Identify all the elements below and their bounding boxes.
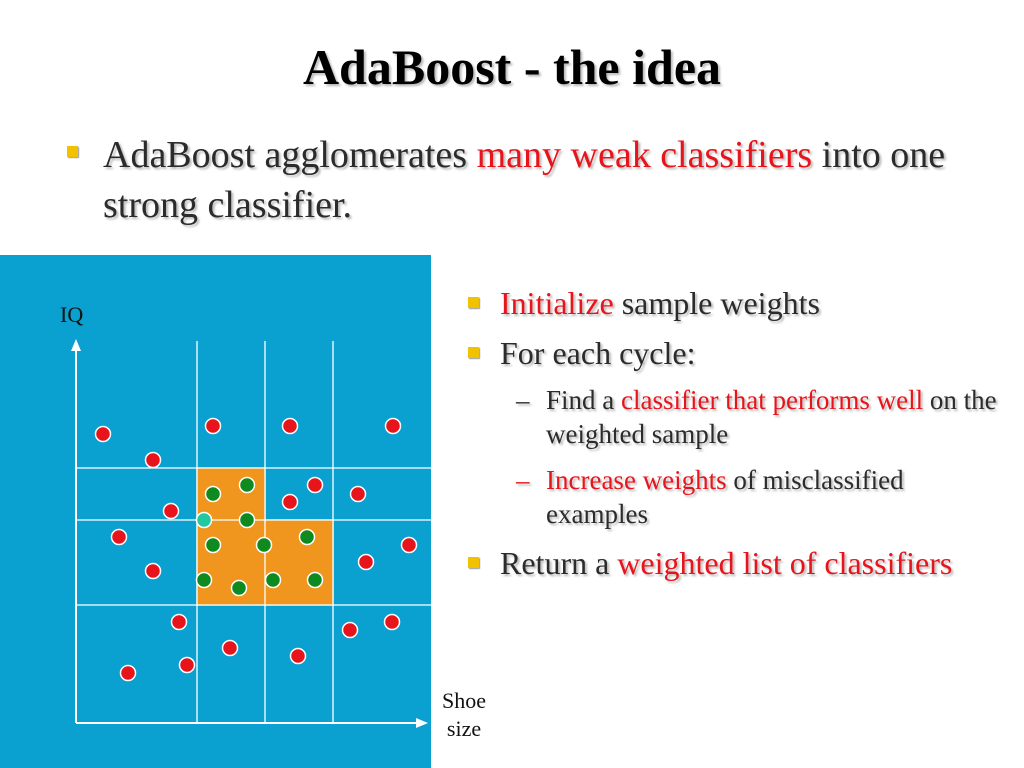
- red-sample-point: [281, 493, 299, 511]
- red-sample-point: [400, 536, 418, 554]
- step-for-each-cycle-text: For each cycle:: [500, 335, 696, 371]
- step-initialize: Initialize sample weights: [468, 283, 1010, 323]
- square-bullet-icon: [468, 297, 479, 308]
- red-sample-point: [306, 476, 324, 494]
- square-bullet-icon: [468, 347, 479, 358]
- green-sample-point: [238, 476, 256, 494]
- teal-sample-point: [195, 511, 213, 529]
- x-axis-label: Shoe size: [434, 687, 494, 743]
- main-bullet-highlight: many weak classifiers: [476, 134, 813, 176]
- square-bullet-icon: [468, 557, 479, 568]
- green-sample-point: [255, 536, 273, 554]
- red-sample-point: [384, 417, 402, 435]
- dash-bullet-icon: –: [516, 385, 530, 415]
- green-sample-point: [238, 511, 256, 529]
- green-sample-point: [204, 485, 222, 503]
- green-sample-point: [230, 579, 248, 597]
- x-axis-label-line2: size: [446, 716, 482, 741]
- red-sample-point: [178, 656, 196, 674]
- step-return: Return a weighted list of classifiers: [468, 543, 1010, 583]
- substep-increase-highlight: Increase weights: [546, 465, 727, 495]
- green-sample-point: [204, 536, 222, 554]
- red-sample-point: [170, 613, 188, 631]
- red-sample-point: [221, 639, 239, 657]
- red-sample-point: [289, 647, 307, 665]
- red-sample-point: [110, 528, 128, 546]
- red-sample-point: [341, 621, 359, 639]
- red-sample-point: [144, 451, 162, 469]
- algorithm-steps: Initialize sample weights For each cycle…: [468, 283, 1010, 593]
- dash-bullet-icon: –: [516, 465, 530, 495]
- classification-diagram-panel: IQ Shoe size: [0, 255, 486, 768]
- red-sample-point: [357, 553, 375, 571]
- step-initialize-highlight: Initialize: [500, 285, 614, 321]
- red-sample-point: [144, 562, 162, 580]
- y-axis-label: IQ: [60, 302, 84, 327]
- classification-diagram: [71, 339, 431, 728]
- substep-find-highlight: classifier that performs well: [621, 385, 924, 415]
- red-sample-point: [94, 425, 112, 443]
- substep-increase-text: of misclassified examples: [546, 465, 904, 529]
- y-axis-arrowhead: [71, 339, 81, 351]
- red-sample-point: [281, 417, 299, 435]
- red-sample-point: [383, 613, 401, 631]
- step-return-highlight: weighted list of classifiers: [617, 545, 953, 581]
- slide-title: AdaBoost - the idea: [302, 39, 722, 95]
- step-for-each-cycle: For each cycle:: [468, 333, 1010, 373]
- green-sample-point: [298, 528, 316, 546]
- substep-find-text: Find a: [546, 385, 622, 415]
- substep-find-text-end: on the weighted sample: [546, 385, 997, 449]
- red-sample-point: [204, 417, 222, 435]
- green-sample-point: [264, 571, 282, 589]
- red-sample-point: [162, 502, 180, 520]
- main-bullet-text: AdaBoost agglomerates: [103, 134, 477, 176]
- x-axis-label-line1: Shoe: [442, 688, 486, 713]
- step-initialize-text: sample weights: [613, 285, 820, 321]
- square-bullet-icon: [67, 146, 78, 157]
- substep-increase-weights: – Increase weights of misclassified exam…: [516, 463, 1010, 531]
- step-return-text: Return a: [500, 545, 618, 581]
- main-bullet-text-end: into one strong classifier.: [103, 134, 946, 226]
- main-bullet: AdaBoost agglomerates many weak classifi…: [103, 130, 993, 230]
- green-sample-point: [195, 571, 213, 589]
- red-sample-point: [349, 485, 367, 503]
- green-sample-point: [306, 571, 324, 589]
- x-axis-arrowhead: [416, 718, 428, 728]
- substep-find-classifier: – Find a classifier that performs well o…: [516, 383, 1010, 451]
- red-sample-point: [119, 664, 137, 682]
